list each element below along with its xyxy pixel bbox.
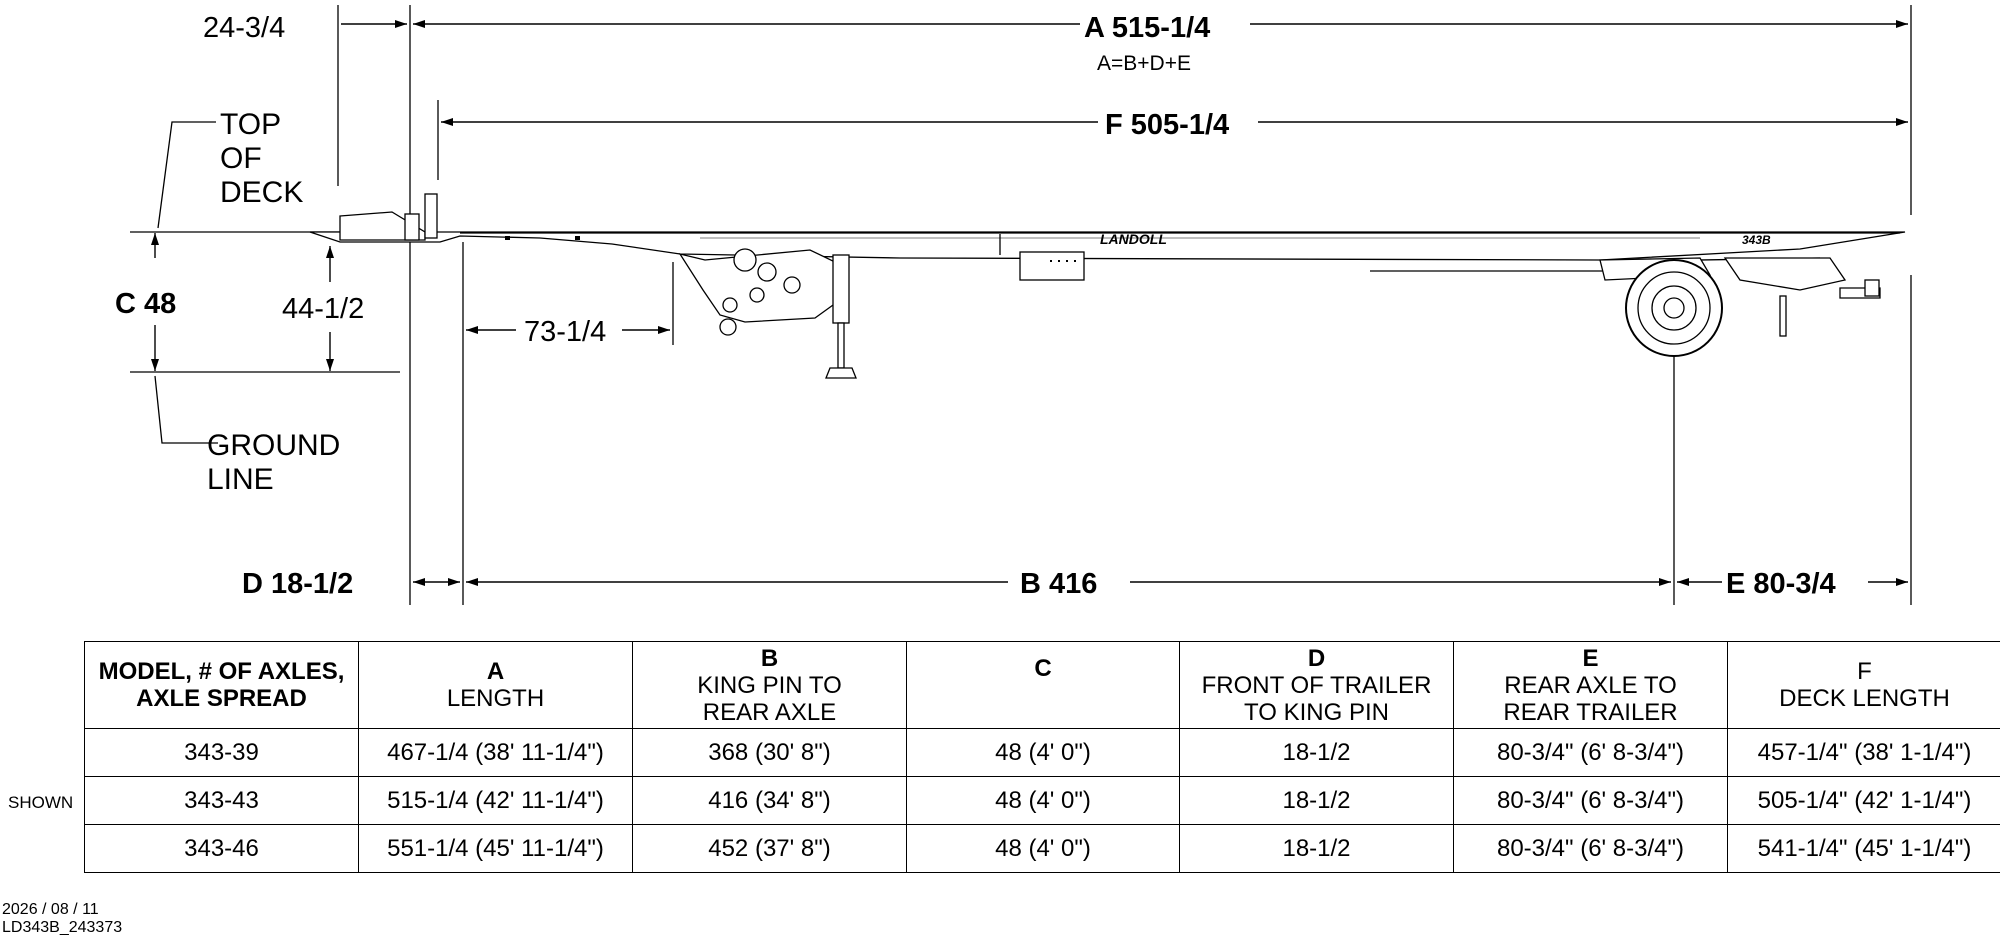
- column-header-e: E REAR AXLE TO REAR TRAILER: [1453, 641, 1728, 729]
- header-line: LENGTH: [446, 685, 545, 712]
- table-cell: 467-1/4 (38' 11-1/4"): [358, 728, 633, 777]
- table-cell: 48 (4' 0"): [906, 776, 1180, 825]
- table-cell: 343-43: [84, 776, 359, 825]
- table-cell: 343-46: [84, 824, 359, 873]
- table-row: 343-39 467-1/4 (38' 11-1/4") 368 (30' 8"…: [84, 728, 2000, 777]
- header-letter: A: [486, 658, 505, 685]
- table-cell: 541-1/4" (45' 1-1/4"): [1727, 824, 2000, 873]
- header-line: FRONT OF TRAILER: [1201, 671, 1432, 699]
- table-cell: 515-1/4 (42' 11-1/4"): [358, 776, 633, 825]
- footer-doc-id: LD343B_243373: [2, 919, 123, 936]
- dimension-a-formula: A=B+D+E: [1097, 52, 1191, 75]
- table-cell: 18-1/2: [1179, 728, 1454, 777]
- top-of-deck-label-3: DECK: [220, 176, 303, 209]
- header-line: REAR TRAILER: [1503, 698, 1678, 726]
- table-cell: 343-39: [84, 728, 359, 777]
- brand-logo-text: LANDOLL: [1100, 231, 1167, 247]
- table-cell: 457-1/4" (38' 1-1/4"): [1727, 728, 2000, 777]
- top-of-deck-label-1: TOP: [220, 108, 281, 141]
- dimension-b: B 416: [1020, 568, 1097, 600]
- table-header-row: MODEL, # OF AXLES, AXLE SPREAD A LENGTH …: [84, 641, 2000, 729]
- top-of-deck-label-2: OF: [220, 142, 262, 175]
- header-line: REAR AXLE: [702, 698, 837, 726]
- dimension-d: D 18-1/2: [242, 568, 353, 600]
- header-line: DECK LENGTH: [1779, 685, 1950, 712]
- header-line: MODEL, # OF AXLES,: [98, 658, 345, 685]
- column-header-d: D FRONT OF TRAILER TO KING PIN: [1179, 641, 1454, 729]
- table-cell: 48 (4' 0"): [906, 728, 1180, 777]
- model-badge-text: 343B: [1742, 233, 1771, 247]
- dimension-c: C 48: [115, 288, 176, 320]
- table-cell: 48 (4' 0"): [906, 824, 1180, 873]
- table-cell: 368 (30' 8"): [632, 728, 907, 777]
- dimension-f: F 505-1/4: [1105, 109, 1229, 141]
- dimension-spec-table: MODEL, # OF AXLES, AXLE SPREAD A LENGTH …: [84, 641, 2000, 873]
- table-cell: 416 (34' 8"): [632, 776, 907, 825]
- column-header-model: MODEL, # OF AXLES, AXLE SPREAD: [84, 641, 359, 729]
- column-header-a: A LENGTH: [358, 641, 633, 729]
- header-letter: D: [1307, 644, 1326, 672]
- table-row: 343-43 515-1/4 (42' 11-1/4") 416 (34' 8"…: [84, 776, 2000, 825]
- dimension-e: E 80-3/4: [1726, 568, 1836, 600]
- header-letter: E: [1582, 644, 1599, 672]
- trailer-side-elevation-drawing: LANDOLL 343B 24-3/4 A 515-1/4 A=B+D+E F …: [115, 5, 1912, 605]
- ground-line-label-2: LINE: [207, 463, 274, 496]
- table-cell: 18-1/2: [1179, 824, 1454, 873]
- footer-date: 2026 / 08 / 11: [2, 901, 99, 918]
- dimension-king-pin-to-gooseneck: 73-1/4: [524, 316, 606, 348]
- header-letter: B: [760, 644, 779, 672]
- table-cell: 551-1/4 (45' 11-1/4"): [358, 824, 633, 873]
- shown-row-marker: SHOWN: [8, 793, 74, 812]
- dimension-deck-front-height: 44-1/2: [282, 293, 364, 325]
- column-header-f: F DECK LENGTH: [1727, 641, 2000, 729]
- ground-line-label-1: GROUND: [207, 429, 340, 462]
- table-cell: 505-1/4" (42' 1-1/4"): [1727, 776, 2000, 825]
- column-header-b: B KING PIN TO REAR AXLE: [632, 641, 907, 729]
- header-line: TO KING PIN: [1244, 698, 1389, 726]
- table-cell: 80-3/4" (6' 8-3/4"): [1453, 776, 1728, 825]
- table-cell: 80-3/4" (6' 8-3/4"): [1453, 728, 1728, 777]
- dimension-overhang: 24-3/4: [203, 12, 285, 44]
- table-cell: 80-3/4" (6' 8-3/4"): [1453, 824, 1728, 873]
- trailer-body: [309, 193, 1906, 379]
- dimension-a: A 515-1/4: [1084, 12, 1210, 44]
- header-line: KING PIN TO: [697, 671, 842, 699]
- header-line: AXLE SPREAD: [136, 685, 307, 712]
- table-row: 343-46 551-1/4 (45' 11-1/4") 452 (37' 8"…: [84, 824, 2000, 873]
- header-line: F: [1857, 658, 1872, 685]
- table-cell: 18-1/2: [1179, 776, 1454, 825]
- column-header-c: C: [906, 641, 1180, 729]
- header-letter: C: [1034, 655, 1052, 682]
- header-line: REAR AXLE TO: [1504, 671, 1677, 699]
- table-cell: 452 (37' 8"): [632, 824, 907, 873]
